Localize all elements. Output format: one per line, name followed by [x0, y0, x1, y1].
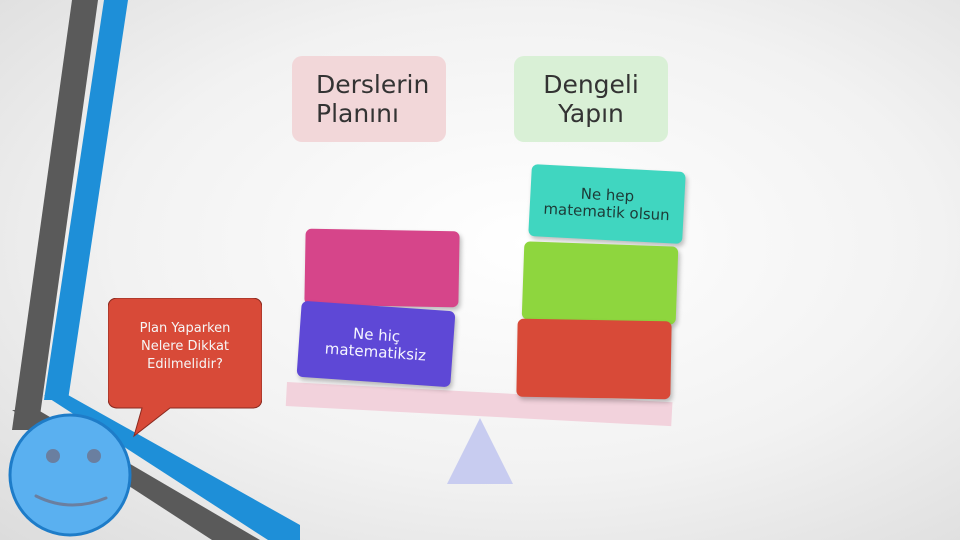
- block-pink: [304, 228, 460, 308]
- bubble-line-2: Nelere Dikkat: [140, 339, 230, 354]
- bubble-line-1: Plan Yaparken: [139, 321, 231, 336]
- block-ne-hic-matematiksiz: Ne hiç matematiksiz: [296, 300, 456, 388]
- block-green: [521, 241, 679, 325]
- speech-bubble-text: Plan Yaparken Nelere Dikkat Edilmelidir?: [108, 320, 262, 374]
- block-ne-hep-matematik: Ne hep matematik olsun: [528, 164, 686, 244]
- speech-bubble: Plan Yaparken Nelere Dikkat Edilmelidir?: [108, 298, 262, 438]
- title-left-line-2: Planını: [316, 99, 399, 128]
- dark-stripe: [12, 0, 98, 430]
- title-right-line-1: Dengeli: [543, 70, 639, 99]
- bubble-line-3: Edilmelidir?: [147, 357, 223, 372]
- title-box-dengeli-yapin: Dengeli Yapın: [514, 56, 668, 142]
- blue-stripe-upper: [44, 0, 128, 400]
- triangle-fulcrum-icon: [447, 418, 513, 484]
- speech-bubble-icon: [108, 298, 262, 438]
- smiley-face-icon: [8, 413, 132, 537]
- title-right-line-2: Yapın: [558, 99, 624, 128]
- block-red: [516, 318, 672, 400]
- title-box-derslerin-planini: Derslerin Planını: [292, 56, 446, 142]
- title-left-line-1: Derslerin: [316, 70, 430, 99]
